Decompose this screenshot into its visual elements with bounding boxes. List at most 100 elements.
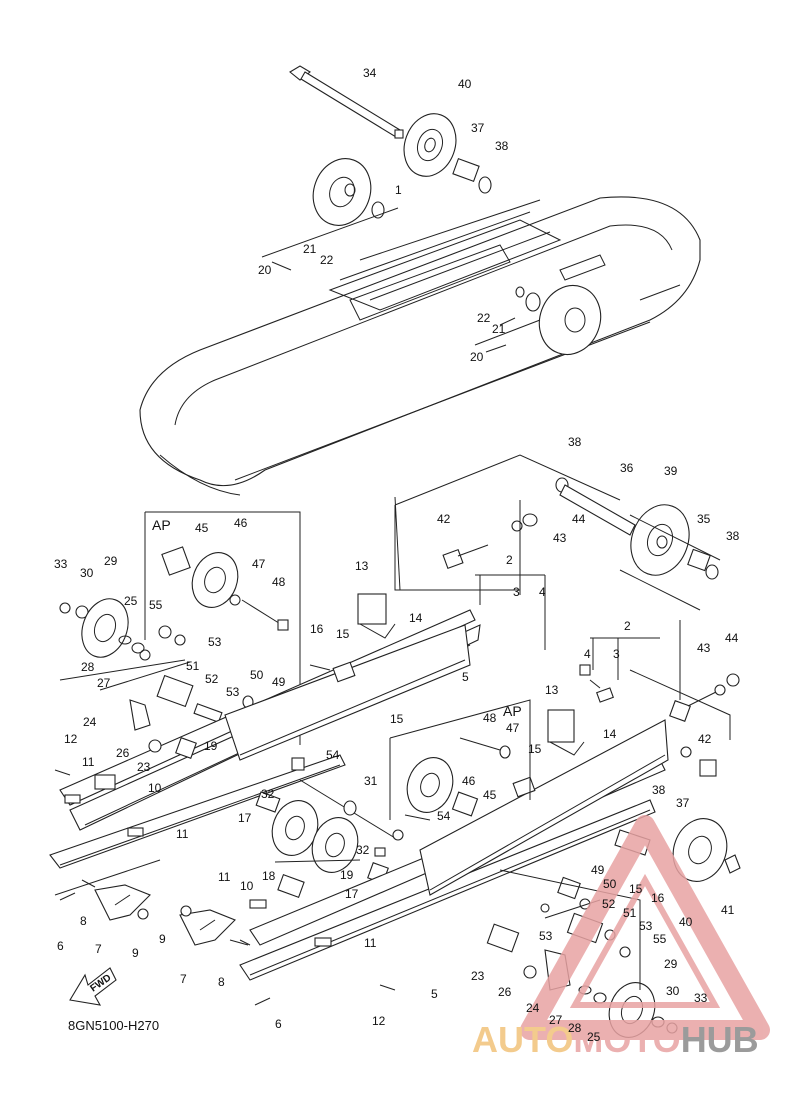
callout-label: 55 [149, 598, 163, 612]
callout-label: 7 [180, 972, 187, 986]
callout-label: 16 [651, 891, 665, 905]
left-rear-wheel [59, 598, 151, 661]
callout-label: 8 [218, 975, 225, 989]
callout-label: 53 [639, 919, 653, 933]
callout-label: 50 [250, 668, 264, 682]
callout-label: 25 [587, 1030, 601, 1044]
callout-label: 44 [572, 512, 586, 526]
fwd-arrow-icon: FWD [69, 967, 117, 1006]
ap-label-lower: AP [503, 703, 522, 719]
callout-label: 43 [697, 641, 711, 655]
idler-assembly-upper-right [442, 477, 719, 580]
callout-label: 4 [584, 647, 591, 661]
callout-label: 21 [492, 322, 506, 336]
callout-label: 55 [653, 932, 667, 946]
watermark-word-auto: AUTO [472, 1019, 573, 1060]
callout-label: 29 [664, 957, 678, 971]
callout-label: 51 [186, 659, 200, 673]
callout-label: 43 [553, 531, 567, 545]
callout-label: 29 [104, 554, 118, 568]
slide-rail-right [229, 709, 669, 991]
callout-label: 9 [159, 932, 166, 946]
callout-label: 32 [261, 787, 275, 801]
callout-label: 7 [95, 942, 102, 956]
callout-label: 3 [613, 647, 620, 661]
callout-label: 53 [208, 635, 222, 649]
callout-label: 13 [545, 683, 559, 697]
callout-label: 23 [137, 760, 151, 774]
callout-label: 20 [470, 350, 484, 364]
callout-label: 24 [526, 1001, 540, 1015]
rear-axle-assembly [289, 65, 602, 356]
callout-label: 36 [620, 461, 634, 475]
callout-label: 46 [462, 774, 476, 788]
callout-label: 50 [603, 877, 617, 891]
callout-label: 39 [664, 464, 678, 478]
callout-label: 47 [506, 721, 520, 735]
callout-label: 44 [725, 631, 739, 645]
callout-label: 14 [409, 611, 423, 625]
watermark-word-hub: HUB [681, 1019, 759, 1060]
callout-label: 22 [320, 253, 334, 267]
callout-label: 52 [205, 672, 219, 686]
leader-lines [54, 207, 731, 990]
callout-label: 26 [498, 985, 512, 999]
callout-label: 28 [81, 660, 95, 674]
callout-label: 41 [721, 903, 735, 917]
callout-label: 12 [64, 732, 78, 746]
callout-label: 30 [80, 566, 94, 580]
callout-label: 23 [471, 969, 485, 983]
callout-label: 8 [80, 914, 87, 928]
callout-label: 15 [336, 627, 350, 641]
callout-label: 11 [82, 755, 95, 769]
callout-label: 32 [356, 843, 370, 857]
track-belt [139, 196, 701, 496]
watermark-word-moto: MOTO [573, 1019, 680, 1060]
callout-label: 53 [539, 929, 553, 943]
callout-label: 45 [195, 521, 209, 535]
callout-label: 35 [697, 512, 711, 526]
center-idler-wheels [271, 779, 404, 884]
callout-label: 28 [568, 1021, 582, 1035]
callout-label: 38 [568, 435, 582, 449]
callout-label: 49 [272, 675, 286, 689]
callout-label: 12 [372, 1014, 386, 1028]
callout-label: 10 [148, 781, 162, 795]
callout-label: 37 [676, 796, 690, 810]
callout-label: 6 [57, 939, 64, 953]
callout-label: 15 [629, 882, 643, 896]
callout-label: 40 [679, 915, 693, 929]
callout-label: 33 [54, 557, 68, 571]
callout-label: 22 [477, 311, 491, 325]
callout-label: 48 [483, 711, 497, 725]
callout-labels: 34 40 37 38 1 21 22 20 22 21 20 38 36 39… [54, 66, 740, 1044]
diagram-code: 8GN5100-H270 [68, 1018, 159, 1033]
callout-label: 38 [652, 783, 666, 797]
rail-caps [59, 879, 271, 1006]
callout-label: 26 [116, 746, 130, 760]
callout-label: 42 [437, 512, 451, 526]
callout-label: 33 [694, 991, 708, 1005]
callout-label: 9 [132, 946, 139, 960]
ap-box-lower [389, 699, 531, 821]
callout-label: 20 [258, 263, 272, 277]
callout-label: 30 [666, 984, 680, 998]
callout-label: 17 [238, 811, 252, 825]
callout-label: 6 [275, 1017, 282, 1031]
callout-label: 15 [528, 742, 542, 756]
callout-label: 16 [310, 622, 324, 636]
callout-label: 27 [549, 1013, 563, 1027]
callout-label: 11 [218, 870, 231, 884]
callout-label: 34 [363, 66, 377, 80]
watermark-text: AUTOMOTOHUB [472, 1019, 759, 1060]
callout-label: 54 [326, 748, 340, 762]
callout-label: 24 [83, 715, 97, 729]
slide-rail-left [49, 593, 481, 869]
callout-label: 51 [623, 906, 637, 920]
callout-label: 46 [234, 516, 248, 530]
callout-label: 13 [355, 559, 369, 573]
callout-label: 17 [345, 887, 359, 901]
callout-label: 4 [539, 585, 546, 599]
